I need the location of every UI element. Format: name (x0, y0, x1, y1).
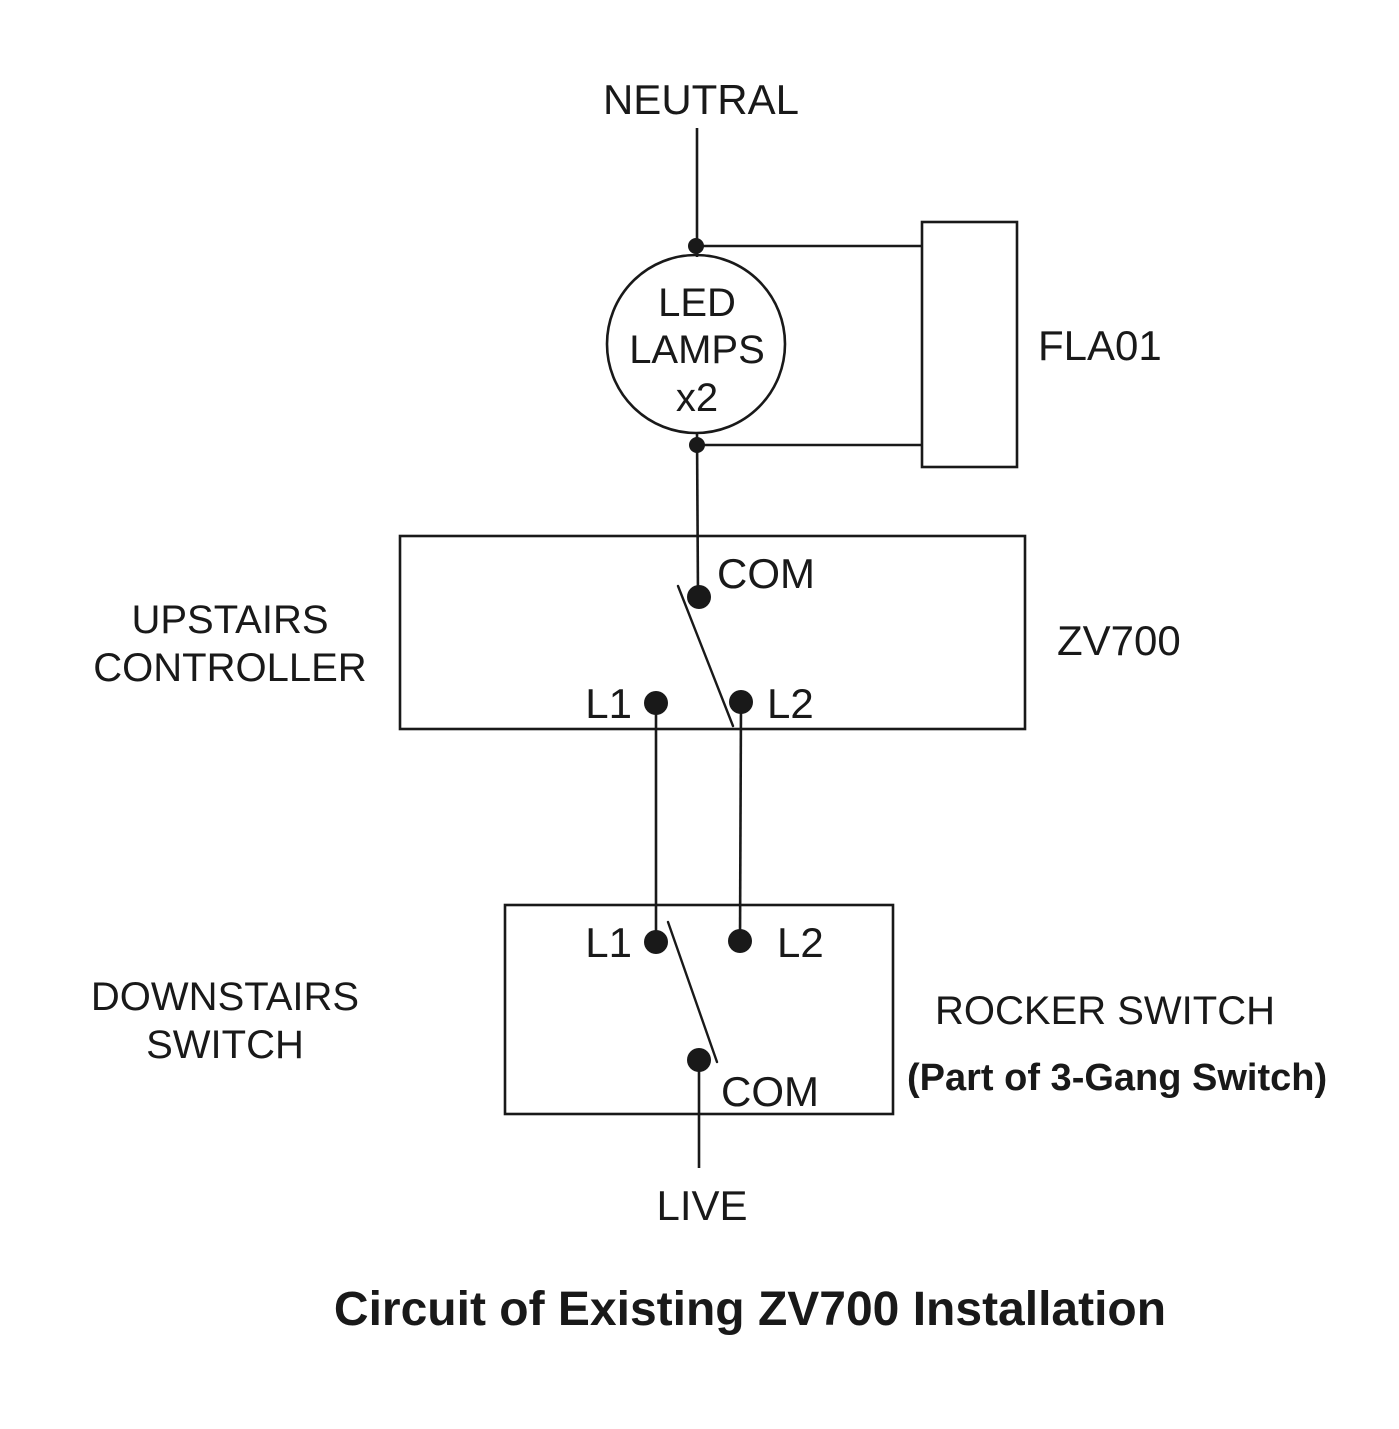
fla01-label: FLA01 (1038, 322, 1162, 369)
upstairs-controller-box (398, 534, 1027, 731)
neutral-label: NEUTRAL (603, 76, 799, 123)
upstairs-switch-blade (676, 584, 735, 728)
zv700-label: ZV700 (1057, 617, 1181, 664)
led-lamps-label-line3: x2 (676, 376, 718, 420)
upstairs-com-terminal-dot (687, 585, 711, 609)
led-lamps-circle (605, 253, 787, 435)
l2-interconnect-wire (738, 701, 743, 942)
rocker-switch-note: (Part of 3-Gang Switch) (907, 1057, 1327, 1099)
led-lamps-label-line2: LAMPS (629, 328, 765, 372)
downstairs-l1-terminal-dot (644, 930, 668, 954)
lamp-to-controller-wire (695, 432, 700, 598)
upstairs-l2-label: L2 (767, 680, 814, 727)
rocker-switch-label: ROCKER SWITCH (935, 989, 1275, 1033)
downstairs-switch-blade (666, 920, 719, 1064)
downstairs-com-terminal-dot (687, 1048, 711, 1072)
downstairs-l2-terminal-dot (728, 929, 752, 953)
upstairs-l1-terminal-dot (644, 691, 668, 715)
downstairs-switch-box (503, 903, 895, 1116)
upstairs-com-label: COM (717, 550, 815, 597)
diagram-title: Circuit of Existing ZV700 Installation (334, 1283, 1166, 1336)
downstairs-l1-label: L1 (585, 919, 632, 966)
downstairs-l2-label: L2 (777, 919, 824, 966)
downstairs-com-label: COM (721, 1068, 819, 1115)
downstairs-switch-label-line1: DOWNSTAIRS (91, 975, 359, 1019)
downstairs-switch-label-line2: SWITCH (146, 1023, 304, 1067)
live-label: LIVE (656, 1182, 747, 1229)
upstairs-l1-label: L1 (585, 680, 632, 727)
fla01-box (920, 220, 1019, 469)
upstairs-controller-label-line2: CONTROLLER (93, 646, 366, 690)
lamp-bottom-junction-dot (689, 437, 705, 453)
neutral-junction-dot (688, 238, 704, 254)
upstairs-l2-terminal-dot (729, 690, 753, 714)
led-lamps-label-line1: LED (658, 281, 736, 325)
upstairs-controller-label-line1: UPSTAIRS (131, 598, 328, 642)
